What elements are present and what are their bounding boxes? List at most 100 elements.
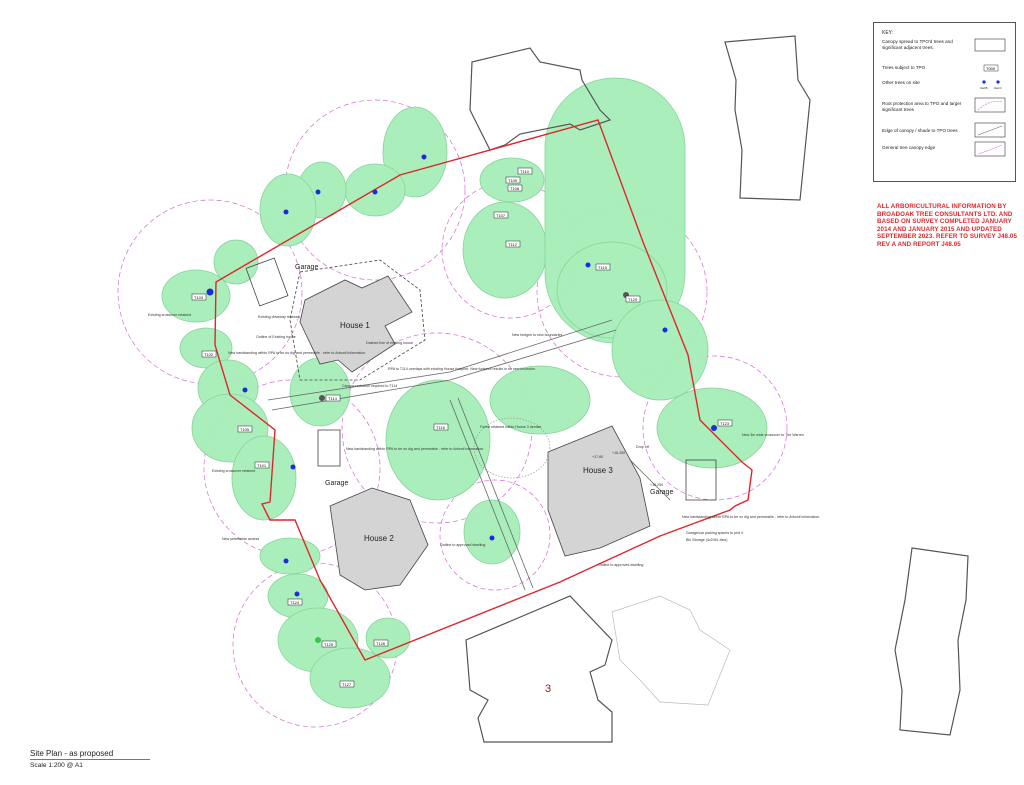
tree-stem	[319, 395, 325, 401]
tree-stem	[489, 535, 495, 541]
canopy	[385, 379, 491, 501]
tree-stem	[711, 425, 717, 431]
annotation-hardstanding-3: New hardstanding within RPA to be no dig…	[682, 515, 820, 519]
tree-stem	[290, 464, 296, 470]
canopy	[489, 365, 591, 435]
tree-tag-label: T107	[496, 213, 506, 218]
tree-stem	[315, 637, 321, 643]
tree-tag: T103	[191, 293, 207, 301]
annotation-existing-driveway: Existing driveway retained	[258, 315, 300, 319]
key-item-label: Edge of canopy / shade to TPO trees	[882, 128, 958, 133]
rpa-arc-icon	[974, 97, 1006, 113]
tree-stem	[662, 327, 668, 333]
annotation-existing-crossover: Existing crossover retained	[148, 313, 191, 317]
annotation-hardstanding-1: New hardstanding within RPA to be no dig…	[228, 351, 366, 355]
garage-3-label: Garage	[650, 489, 673, 496]
garage-2-label: Garage	[325, 480, 348, 487]
tree-stem	[283, 558, 289, 564]
key-item-shade: Edge of canopy / shade to TPO trees	[882, 128, 970, 134]
tree-stem	[242, 387, 248, 393]
tree-tag: T109	[505, 176, 521, 184]
key-legend: KEY: Canopy spread to TPO'd trees and si…	[873, 22, 1016, 182]
key-item-label: Other trees on site	[882, 80, 920, 85]
annotation-pedestrian-access: New pedestrian access	[222, 537, 259, 541]
neighbour-building-ne	[724, 35, 811, 201]
house-3-footprint	[547, 425, 651, 557]
tree-tag-label: T102	[204, 352, 214, 357]
tree-tag: T101	[254, 461, 270, 469]
annotation-bin-storage: Bin Storage (4x240L bins)	[686, 538, 727, 542]
tree-tag-label: T103	[194, 295, 204, 300]
tree-stem	[294, 591, 300, 597]
tree-stem	[585, 262, 591, 268]
tree-tag: T124	[287, 598, 303, 606]
canopy-box-icon	[974, 38, 1006, 52]
house-2-label: House 2	[364, 534, 394, 543]
annotation-new-hedges: New hedges to new boundaries	[512, 333, 563, 337]
tree-tags: T103 T102 T105 T101 T110 T109 T108 T107 …	[191, 167, 733, 688]
tree-tag-label: T110	[520, 169, 530, 174]
annotation-rpa-note: RPA to T114 overlaps with existing House…	[388, 367, 536, 371]
tree-tag-label: T108	[510, 186, 520, 191]
key-item-other-trees: Other trees on site	[882, 80, 970, 86]
tree-stem	[315, 189, 321, 195]
garage-1-block	[245, 257, 289, 307]
tree-tag: T116	[433, 423, 449, 431]
tree-dots-icon: Cat B Cat C	[980, 80, 1003, 90]
shared-path	[449, 399, 526, 591]
annotation-drop-off: Drop off	[636, 445, 649, 449]
tree-stems	[206, 154, 717, 643]
rpa-circle	[439, 479, 551, 591]
title-block: Site Plan - as proposed Scale 1:200 @ A1	[30, 749, 150, 769]
driveway-house-1	[267, 319, 613, 401]
house-3-label: House 3	[583, 466, 613, 475]
annotation-hardstanding-2: New hardstanding within RPA to be no dig…	[346, 447, 484, 451]
annotations: Existing crossover retained Existing dri…	[148, 313, 820, 567]
tree-tag-label: T127	[342, 682, 352, 687]
house-2-footprint	[329, 487, 429, 591]
neighbour-building-3	[465, 595, 613, 743]
tree-tag: T126	[373, 639, 389, 647]
garage-1-label: Garage	[295, 264, 318, 271]
tpo-tag-icon: T000	[983, 64, 999, 72]
annotation-dashed-line: Dashed line of existing house	[366, 341, 413, 345]
annotation-level-3: +17.60	[592, 455, 603, 459]
key-item-label: Canopy spread to TPO'd trees and signifi…	[882, 39, 953, 50]
canopy-edge-icon	[974, 141, 1006, 157]
tree-tag: T110	[517, 167, 533, 175]
annotation-outline-approved-3: Outline to approved dwelling	[598, 563, 643, 567]
tree-cat-c-label: Cat C	[994, 86, 1003, 90]
tree-tag: T102	[201, 350, 217, 358]
rpa-circle	[536, 206, 708, 378]
annotation-level-2: +18.250	[612, 451, 625, 455]
canopy	[231, 435, 297, 521]
tree-tag-label: T120	[628, 297, 638, 302]
shade-line-icon	[974, 122, 1006, 138]
annotation-outline-approved-2: Outline to approved dwelling	[440, 543, 485, 547]
canopy	[365, 617, 411, 659]
canopy	[259, 537, 321, 575]
survey-note: ALL ARBORICULTURAL INFORMATION BY BROADO…	[877, 203, 1017, 248]
key-item-label: Trees subject to TPO	[882, 65, 926, 70]
tree-stem	[421, 154, 427, 160]
key-item-label: General tree canopy edge	[882, 145, 936, 150]
annotation-side-crossover: New 3m wide crossover to The Warren	[742, 433, 804, 437]
garage-3-block	[685, 459, 717, 501]
tree-tag: T120	[625, 295, 641, 303]
annotation-forest-retained: Forest retained within House 3 demise	[480, 425, 541, 429]
annotation-outline-existing: Outline of Existing house	[256, 335, 296, 339]
canopy	[309, 647, 391, 709]
tree-canopies	[161, 77, 768, 709]
tree-tag-label: T124	[290, 600, 300, 605]
annotation-canopy-reduction: Canopy reduction required to T114	[342, 384, 397, 388]
house-1-label: House 1	[340, 321, 370, 330]
tree-tag-label: T114	[328, 396, 338, 401]
neighbour-building-east	[894, 547, 969, 736]
annotation-level-1: +18.250	[650, 483, 663, 487]
neighbour-building-outline	[611, 595, 731, 706]
key-item-label: Root protection area to TPO and larger s…	[882, 101, 962, 112]
tree-stem	[372, 189, 378, 195]
tree-tag-label: T116	[436, 425, 446, 430]
tree-stem	[283, 209, 289, 215]
